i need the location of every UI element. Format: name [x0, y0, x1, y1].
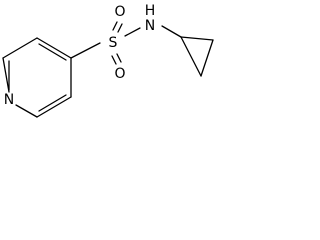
- cyclopropyl-ring: [180, 36, 214, 77]
- atom-nitrogen-ring: N: [4, 92, 14, 108]
- bond-n-cyclopropyl: [161, 25, 182, 38]
- bond-s-o-top-a: [112, 21, 118, 31]
- bond-s-o-top-b: [117, 23, 123, 33]
- bond-s-n: [124, 27, 141, 37]
- bond-s-o-bottom-b: [116, 53, 122, 63]
- atom-sulfur: S: [109, 35, 118, 51]
- structure-diagram: N S O O H N: [2, 3, 214, 118]
- sulfonyl-group: [111, 21, 123, 65]
- bond-s-o-bottom-a: [111, 55, 117, 65]
- atom-amide-hydrogen: H: [145, 3, 156, 19]
- bond-c3-c4-inner: [38, 94, 67, 112]
- bond-n-c5: [2, 57, 10, 93]
- bond-c5-c6: [2, 37, 38, 59]
- bond-c1-c2: [36, 37, 72, 59]
- bond-c3-c4: [36, 96, 72, 118]
- atom-oxygen-top: O: [114, 4, 125, 20]
- bond-cp-1-2: [180, 36, 214, 41]
- atom-nitrogen-amide: N: [145, 18, 155, 34]
- bond-c2-s: [70, 42, 101, 59]
- pyridine-ring: [2, 37, 72, 118]
- atom-oxygen-bottom: O: [114, 66, 125, 82]
- bond-c4-n: [15, 104, 38, 118]
- bond-c1-c2-inner: [38, 43, 67, 61]
- bond-cp-2-3: [200, 39, 214, 77]
- bond-cp-3-1: [180, 36, 202, 77]
